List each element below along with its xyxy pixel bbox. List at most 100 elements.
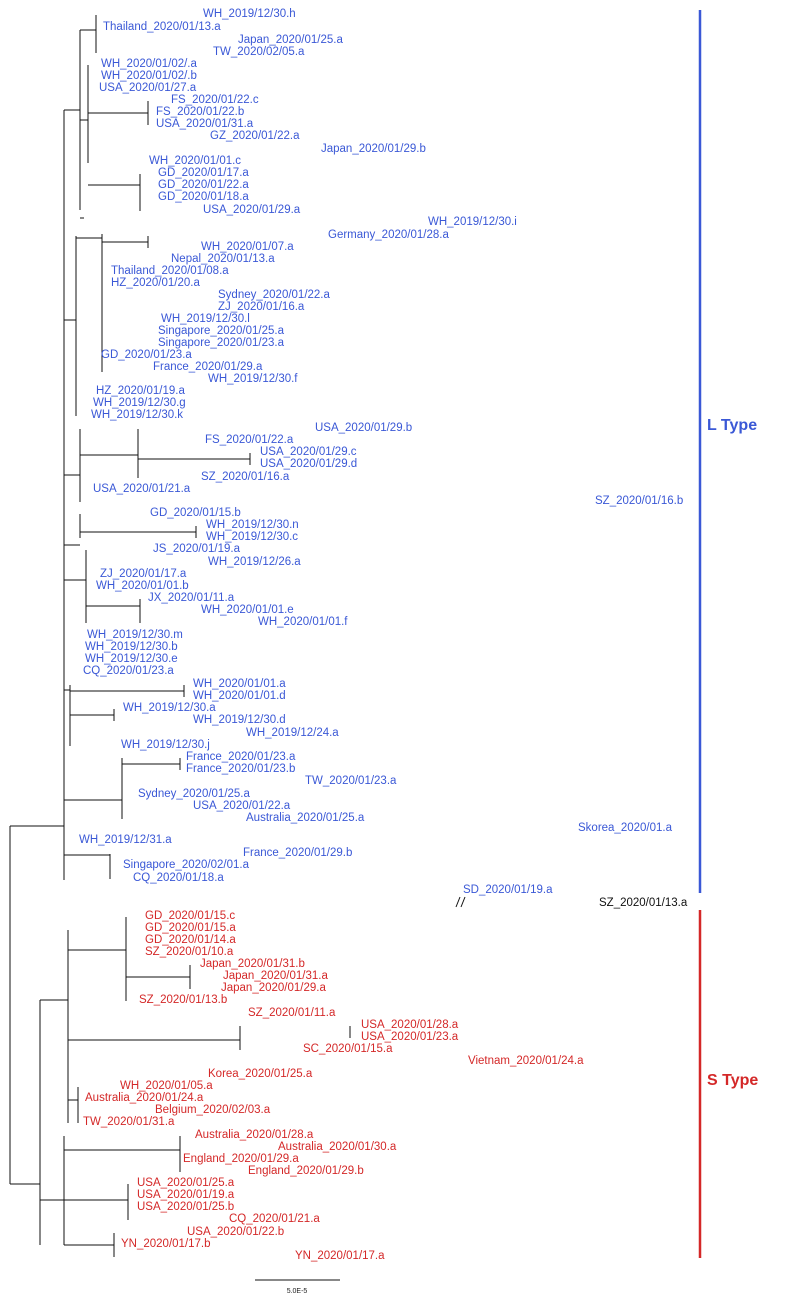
leaf-label: GD_2020/01/22.a xyxy=(158,179,249,191)
leaf-label: FS_2020/01/22.c xyxy=(171,94,259,106)
leaf-label: Australia_2020/01/25.a xyxy=(246,812,365,824)
leaf-label: FS_2020/01/22.b xyxy=(156,106,244,118)
leaf-label: WH_2019/12/30.d xyxy=(193,714,286,726)
leaf-label: WH_2019/12/30.e xyxy=(85,653,178,665)
leaf-label: GD_2020/01/15.c xyxy=(145,910,235,922)
leaf-label: WH_2019/12/30.k xyxy=(91,409,183,421)
leaf-label: GD_2020/01/14.a xyxy=(145,934,236,946)
leaf-label: TW_2020/01/31.a xyxy=(83,1116,175,1128)
leaf-label: FS_2020/01/22.a xyxy=(205,434,294,446)
leaf-label: WH_2019/12/24.a xyxy=(246,727,339,739)
leaf-label: WH_2020/01/01.e xyxy=(201,604,294,616)
leaf-label: WH_2019/12/30.m xyxy=(87,629,183,641)
leaf-label: CQ_2020/01/18.a xyxy=(133,872,224,884)
leaf-label: YN_2020/01/17.b xyxy=(121,1238,211,1250)
leaf-label: GD_2020/01/15.a xyxy=(145,922,236,934)
leaf-label: GZ_2020/01/22.a xyxy=(210,130,300,142)
leaf-label: WH_2019/12/30.c xyxy=(206,531,298,543)
leaf-label: GD_2020/01/23.a xyxy=(101,349,192,361)
leaf-label: WH_2020/01/01.a xyxy=(193,678,286,690)
leaf-label: USA_2020/01/29.a xyxy=(203,204,301,216)
leaf-label: WH_2020/01/02/.a xyxy=(101,58,198,70)
leaf-label: SZ_2020/01/10.a xyxy=(145,946,234,958)
leaf-label: Korea_2020/01/25.a xyxy=(208,1068,313,1080)
leaf-label: ZJ_2020/01/17.a xyxy=(100,568,187,580)
leaf-label: SZ_2020/01/16.b xyxy=(595,495,683,507)
leaf-label: USA_2020/01/29.b xyxy=(315,422,412,434)
leaf-label: WH_2020/01/01.f xyxy=(258,616,348,628)
leaf-label: YN_2020/01/17.a xyxy=(295,1250,385,1262)
leaf-label: England_2020/01/29.b xyxy=(248,1165,364,1177)
leaf-label: WH_2019/12/30.j xyxy=(121,739,210,751)
leaf-label: USA_2020/01/25.a xyxy=(137,1177,235,1189)
scale-bar: 5.0E-5 xyxy=(255,1279,340,1295)
s-type-label: S Type xyxy=(707,1072,758,1089)
l-type-label: L Type xyxy=(707,417,757,434)
leaf-label: WH_2019/12/30.l xyxy=(161,313,250,325)
leaf-label: Singapore_2020/01/23.a xyxy=(158,337,285,349)
leaf-label: TW_2020/02/05.a xyxy=(213,46,305,58)
leaf-label: Australia_2020/01/24.a xyxy=(85,1092,204,1104)
leaf-label: CQ_2020/01/21.a xyxy=(229,1213,320,1225)
leaf-label: Australia_2020/01/30.a xyxy=(278,1141,397,1153)
leaf-label: WH_2019/12/30.g xyxy=(93,397,186,409)
leaf-label: Vietnam_2020/01/24.a xyxy=(468,1055,584,1067)
leaf-label: WH_2019/12/30.f xyxy=(208,373,298,385)
tree-branches xyxy=(9,15,466,1257)
leaf-label: Sydney_2020/01/25.a xyxy=(138,788,251,800)
leaf-label: TW_2020/01/23.a xyxy=(305,775,397,787)
leaf-label: Singapore_2020/01/25.a xyxy=(158,325,285,337)
leaf-label: WH_2019/12/31.a xyxy=(79,834,172,846)
leaf-label: USA_2020/01/29.c xyxy=(260,446,357,458)
leaf-label: Sydney_2020/01/22.a xyxy=(218,289,331,301)
leaf-label: GD_2020/01/18.a xyxy=(158,191,249,203)
leaf-label: Thailand_2020/01/08.a xyxy=(111,265,229,277)
leaf-label: WH_2019/12/30.i xyxy=(428,216,517,228)
leaf-label: SC_2020/01/15.a xyxy=(303,1043,393,1055)
scale-bar-label: 5.0E-5 xyxy=(287,1288,308,1295)
leaf-label: France_2020/01/23.b xyxy=(186,763,295,775)
leaf-label: England_2020/01/29.a xyxy=(183,1153,299,1165)
leaf-label: SZ_2020/01/13.a xyxy=(599,897,688,909)
leaf-label: Belgium_2020/02/03.a xyxy=(155,1104,271,1116)
leaf-label: USA_2020/01/29.d xyxy=(260,458,357,470)
leaf-labels: WH_2019/12/30.hThailand_2020/01/13.aJapa… xyxy=(79,8,688,1262)
branch-break-mark xyxy=(460,896,466,908)
leaf-label: WH_2019/12/30.n xyxy=(206,519,299,531)
leaf-label: CQ_2020/01/23.a xyxy=(83,665,174,677)
leaf-label: WH_2019/12/30.a xyxy=(123,702,216,714)
leaf-label: SZ_2020/01/16.a xyxy=(201,471,290,483)
leaf-label: HZ_2020/01/20.a xyxy=(111,277,200,289)
leaf-label: Japan_2020/01/31.a xyxy=(223,970,328,982)
leaf-label: Thailand_2020/01/13.a xyxy=(103,21,221,33)
leaf-label: GD_2020/01/15.b xyxy=(150,507,241,519)
leaf-label: WH_2020/01/07.a xyxy=(201,241,294,253)
branch-break-mark xyxy=(455,896,461,908)
leaf-label: Nepal_2020/01/13.a xyxy=(171,253,275,265)
leaf-label: USA_2020/01/31.a xyxy=(156,118,254,130)
leaf-label: France_2020/01/29.a xyxy=(153,361,263,373)
leaf-label: Singapore_2020/02/01.a xyxy=(123,859,250,871)
leaf-label: WH_2020/01/01.b xyxy=(96,580,189,592)
leaf-label: USA_2020/01/28.a xyxy=(361,1019,459,1031)
leaf-label: France_2020/01/23.a xyxy=(186,751,296,763)
leaf-label: SZ_2020/01/13.b xyxy=(139,994,227,1006)
leaf-label: Skorea_2020/01.a xyxy=(578,822,673,834)
leaf-label: Japan_2020/01/25.a xyxy=(238,34,343,46)
leaf-label: USA_2020/01/27.a xyxy=(99,82,197,94)
leaf-label: Japan_2020/01/31.b xyxy=(200,958,305,970)
leaf-label: USA_2020/01/19.a xyxy=(137,1189,235,1201)
leaf-label: ZJ_2020/01/16.a xyxy=(218,301,305,313)
leaf-label: WH_2020/01/02/.b xyxy=(101,70,197,82)
leaf-label: SD_2020/01/19.a xyxy=(463,884,553,896)
leaf-label: JS_2020/01/19.a xyxy=(153,543,241,555)
leaf-label: USA_2020/01/22.a xyxy=(193,800,291,812)
leaf-label: USA_2020/01/22.b xyxy=(187,1226,284,1238)
leaf-label: GD_2020/01/17.a xyxy=(158,167,249,179)
leaf-label: JX_2020/01/11.a xyxy=(148,592,235,604)
leaf-label: USA_2020/01/23.a xyxy=(361,1031,459,1043)
leaf-label: Australia_2020/01/28.a xyxy=(195,1129,314,1141)
leaf-label: France_2020/01/29.b xyxy=(243,847,352,859)
leaf-label: WH_2020/01/05.a xyxy=(120,1080,213,1092)
